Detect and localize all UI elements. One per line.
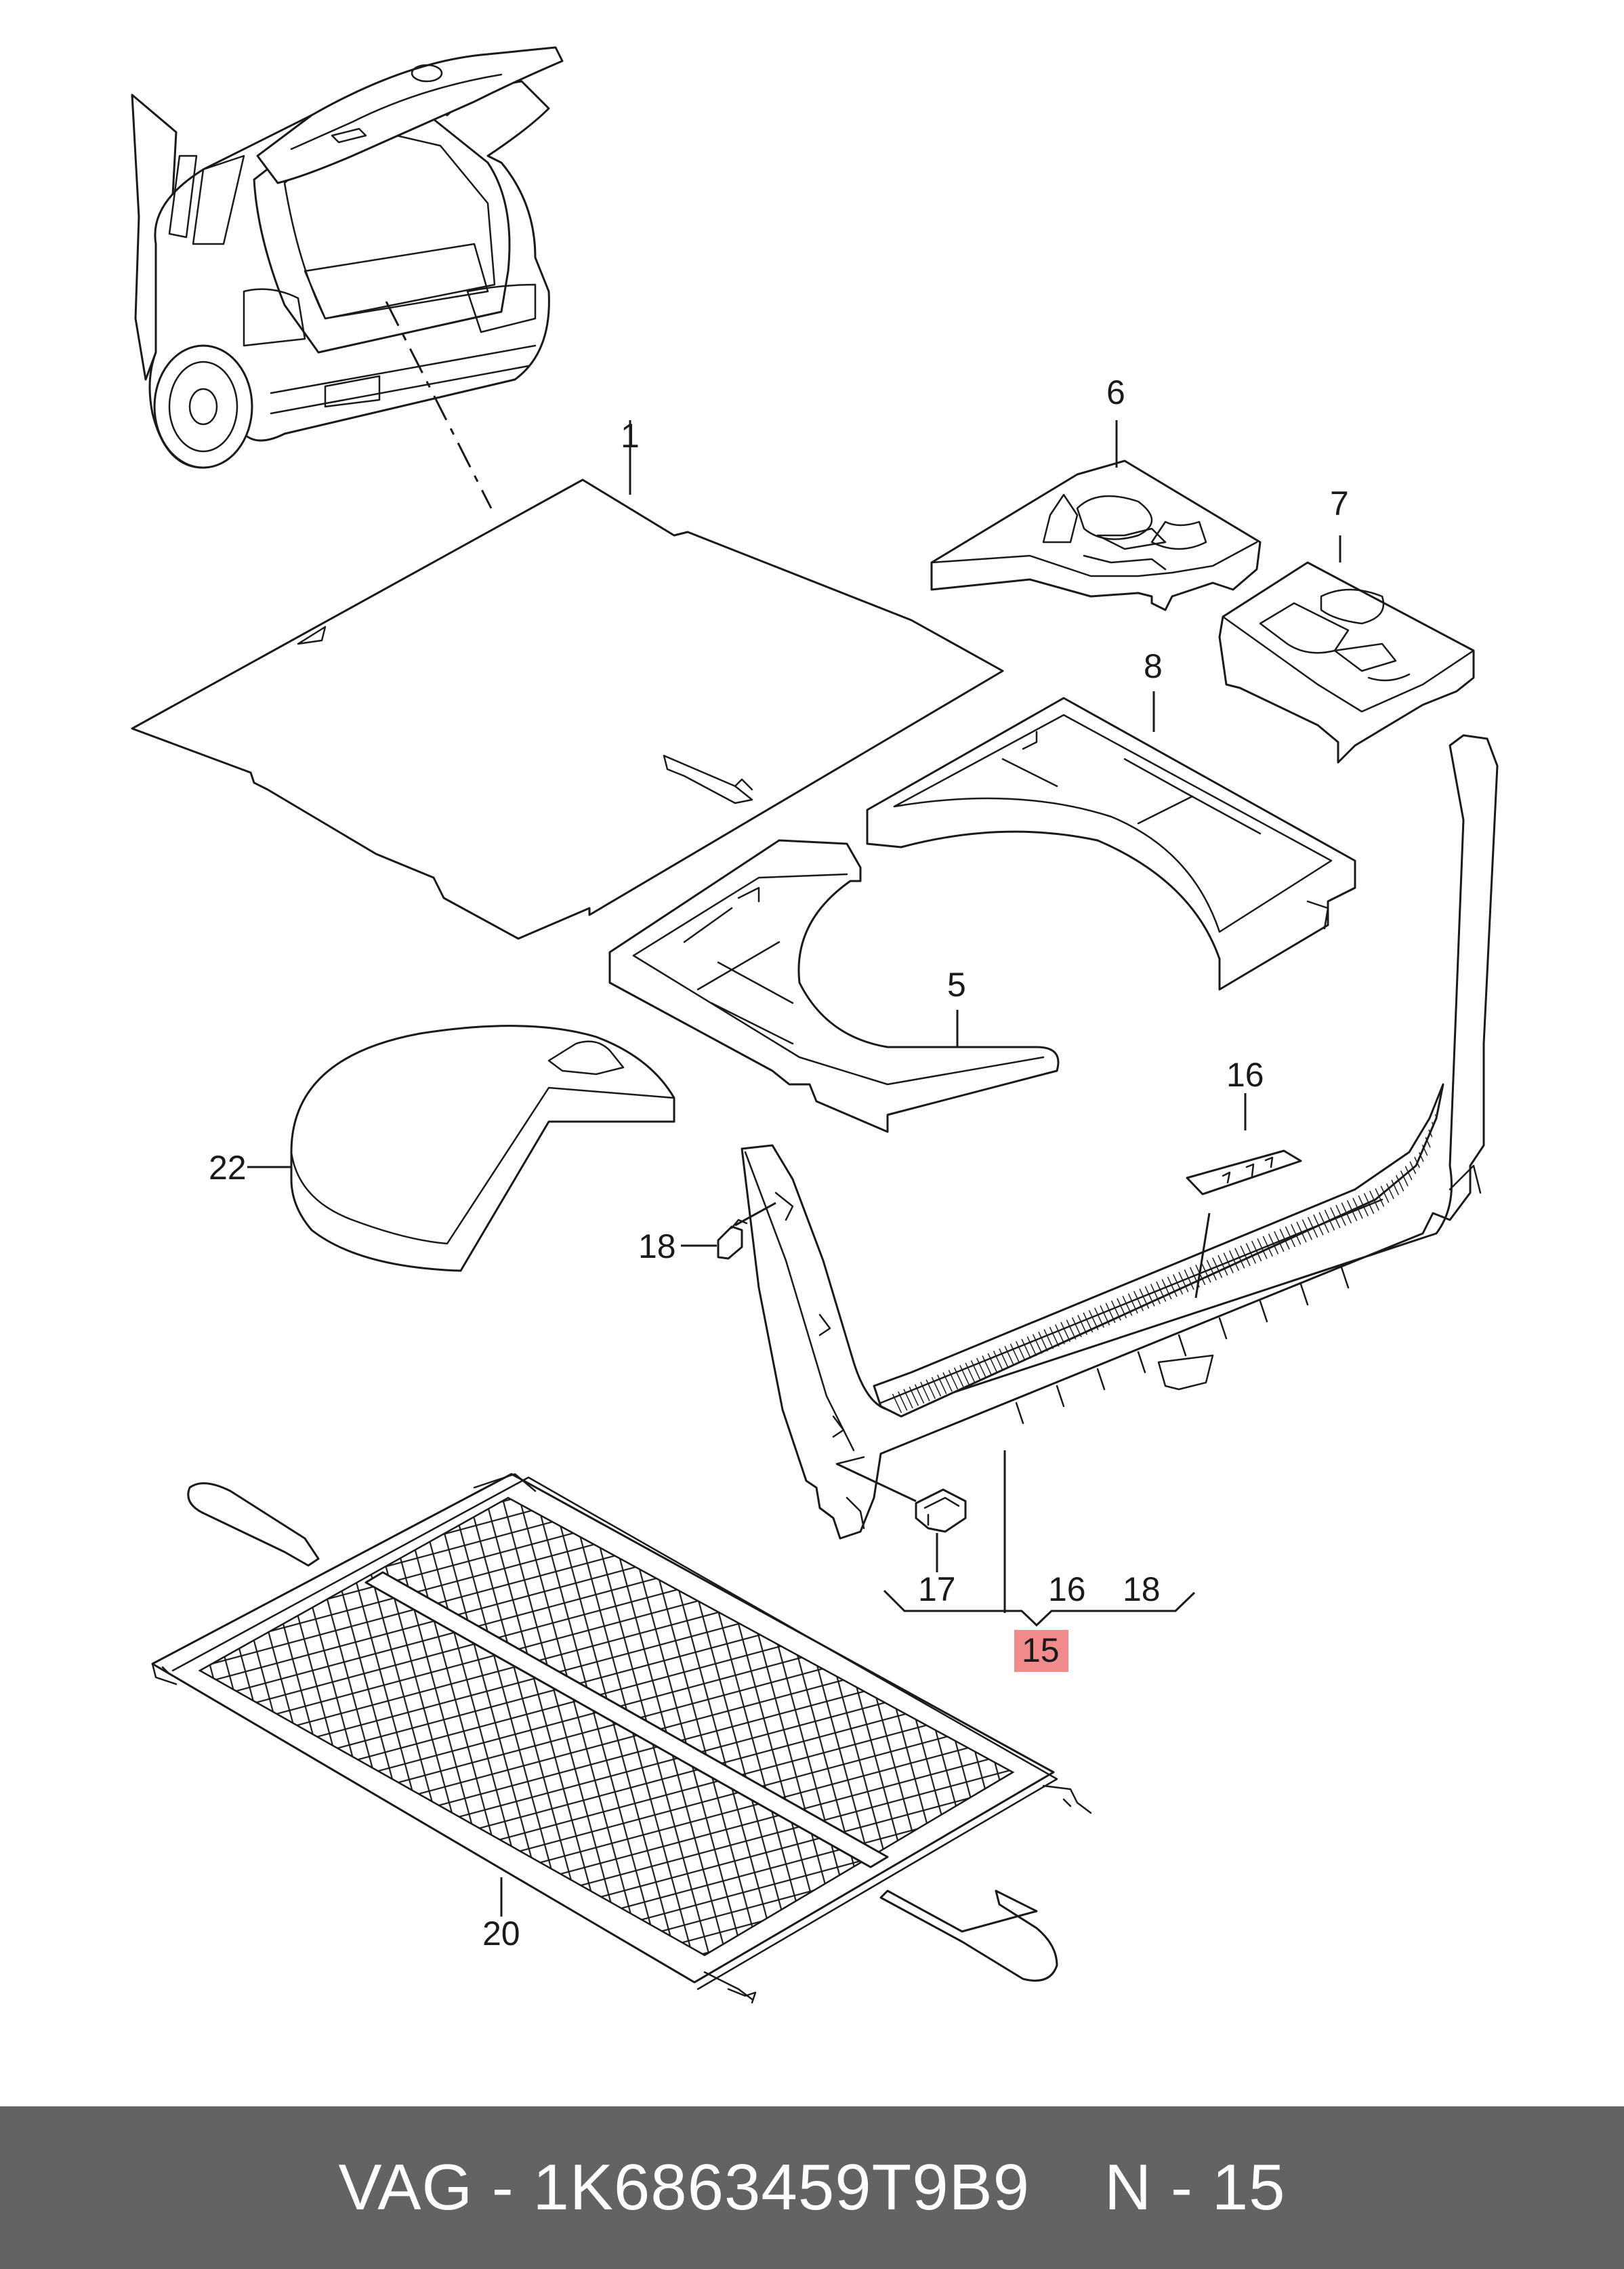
footer-position: N - 15 — [1104, 2151, 1286, 2224]
part-1-floor-covering: 1 — [131, 417, 1004, 940]
footer-part-number: 1K6863459T9B9 — [533, 2151, 1030, 2224]
label-8: 8 — [1144, 647, 1163, 685]
label-20: 20 — [482, 1915, 520, 1953]
footer-brand: VAG — [338, 2151, 474, 2224]
part-15-sill-trim-panel: 15 16 18 — [741, 734, 1499, 1672]
part-17-retainer: 17 — [836, 1463, 967, 1608]
part-18-clip: 18 — [638, 1202, 776, 1265]
label-16-top: 16 — [1226, 1056, 1264, 1094]
label-17: 17 — [918, 1570, 956, 1608]
part-22-round-cover: 22 — [209, 1025, 675, 1272]
part-20-separating-net: 20 — [151, 1473, 1092, 2004]
label-18-left: 18 — [638, 1227, 676, 1265]
highlight-15 — [1014, 1630, 1068, 1672]
label-22: 22 — [209, 1149, 247, 1187]
label-15: 15 — [1022, 1631, 1060, 1669]
vehicle-rear-illustration — [131, 46, 564, 509]
label-18-group: 18 — [1123, 1570, 1161, 1608]
label-5: 5 — [947, 966, 966, 1004]
footer-separator: - — [491, 2151, 514, 2224]
part-8-storage-tray: 8 — [866, 647, 1356, 991]
parts-diagram: 1 6 7 8 — [131, 46, 1499, 2004]
part-7-foam-insert: 7 — [1218, 485, 1475, 764]
part-number-footer: VAG - 1K6863459T9B9 N - 15 — [0, 2106, 1624, 2269]
label-1: 1 — [621, 417, 640, 455]
label-16-group: 16 — [1048, 1570, 1086, 1608]
label-6: 6 — [1106, 373, 1125, 411]
part-16-label-plate: 16 — [1186, 1056, 1302, 1195]
label-7: 7 — [1330, 485, 1349, 523]
part-5-storage-tray: 5 — [608, 839, 1060, 1133]
part-6-foam-insert: 6 — [930, 373, 1262, 611]
